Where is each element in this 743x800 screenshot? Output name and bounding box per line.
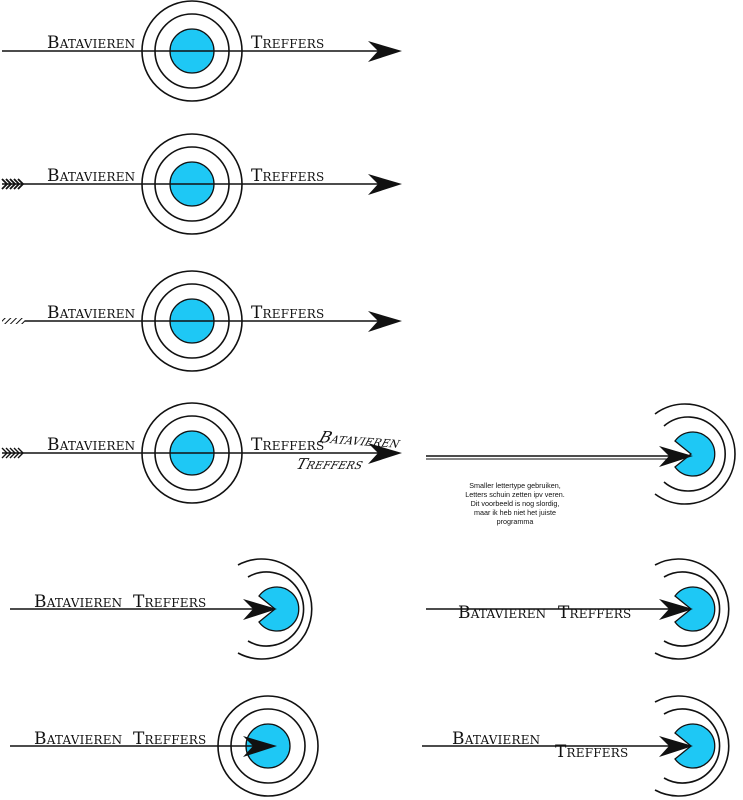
arrowhead-icon <box>368 443 402 464</box>
outer-ring <box>654 403 736 505</box>
arrowhead-icon <box>368 41 402 62</box>
logo-variant-8: Batavieren Treffers <box>10 695 319 797</box>
brand-word-1: Batavieren <box>47 33 135 53</box>
note-line: programma <box>497 517 534 526</box>
brand-word-2: Treffers <box>294 455 365 473</box>
design-note: Smaller lettertype gebruiken, Letters sc… <box>465 481 564 526</box>
fletching-icon <box>1 178 25 190</box>
outer-ring <box>237 558 313 660</box>
brand-word-1: Batavieren <box>47 166 135 186</box>
brand-word-1: Batavieren <box>452 729 540 749</box>
middle-ring <box>663 708 721 784</box>
brand-word-1: Batavieren <box>34 729 122 749</box>
arrowhead-icon <box>659 446 693 467</box>
bullseye <box>258 586 300 632</box>
fletching-icon <box>1 447 24 459</box>
brand-word-1: Batavieren <box>47 435 135 455</box>
arrowhead-icon <box>243 599 277 620</box>
logo-variant-7: Batavieren Treffers <box>426 558 730 660</box>
outer-ring <box>654 558 730 660</box>
middle-ring <box>663 416 726 492</box>
middle-ring <box>663 571 721 647</box>
arrowhead-icon <box>659 599 693 620</box>
logo-variant-2: Batavieren Treffers <box>1 133 402 235</box>
note-line: maar ik heb niet het juiste <box>474 508 556 517</box>
note-line: Smaller lettertype gebruiken, <box>469 481 561 490</box>
brand-word-2: Treffers <box>251 435 324 455</box>
bullseye <box>674 586 716 632</box>
brand-word-1: Batavieren <box>316 428 403 452</box>
arrowhead-icon <box>368 311 402 332</box>
brand-word-1: Batavieren <box>47 303 135 323</box>
logo-variant-6: Batavieren Treffers <box>10 558 313 660</box>
brand-word-2: Treffers <box>133 592 206 612</box>
logo-variant-4: Batavieren Treffers <box>1 402 402 504</box>
note-line: Dit voorbeeld is nog slordig, <box>471 499 560 508</box>
fletching-icon <box>2 318 25 324</box>
note-line: Letters schuin zetten ipv veren. <box>465 490 564 499</box>
brand-word-2: Treffers <box>558 603 631 623</box>
brand-word-1: Batavieren <box>34 592 122 612</box>
outer-ring <box>654 695 730 797</box>
arrowhead-icon <box>659 736 693 757</box>
logo-variant-1: Batavieren Treffers <box>2 0 402 102</box>
logo-variant-5: Batavieren Treffers Smaller lettertype g… <box>294 403 736 526</box>
brand-word-2: Treffers <box>251 166 324 186</box>
middle-ring <box>247 571 305 647</box>
arrowhead-icon <box>243 736 277 757</box>
arrowhead-icon <box>368 174 402 195</box>
brand-word-2: Treffers <box>555 742 628 762</box>
brand-word-2: Treffers <box>251 303 324 323</box>
logo-variant-9: Batavieren Treffers <box>422 695 730 797</box>
bullseye <box>674 431 716 477</box>
brand-word-1: Batavieren <box>458 603 546 623</box>
brand-word-2: Treffers <box>133 729 206 749</box>
brand-word-2: Treffers <box>251 33 324 53</box>
bullseye <box>674 723 716 769</box>
logo-variant-3: Batavieren Treffers <box>2 270 402 372</box>
